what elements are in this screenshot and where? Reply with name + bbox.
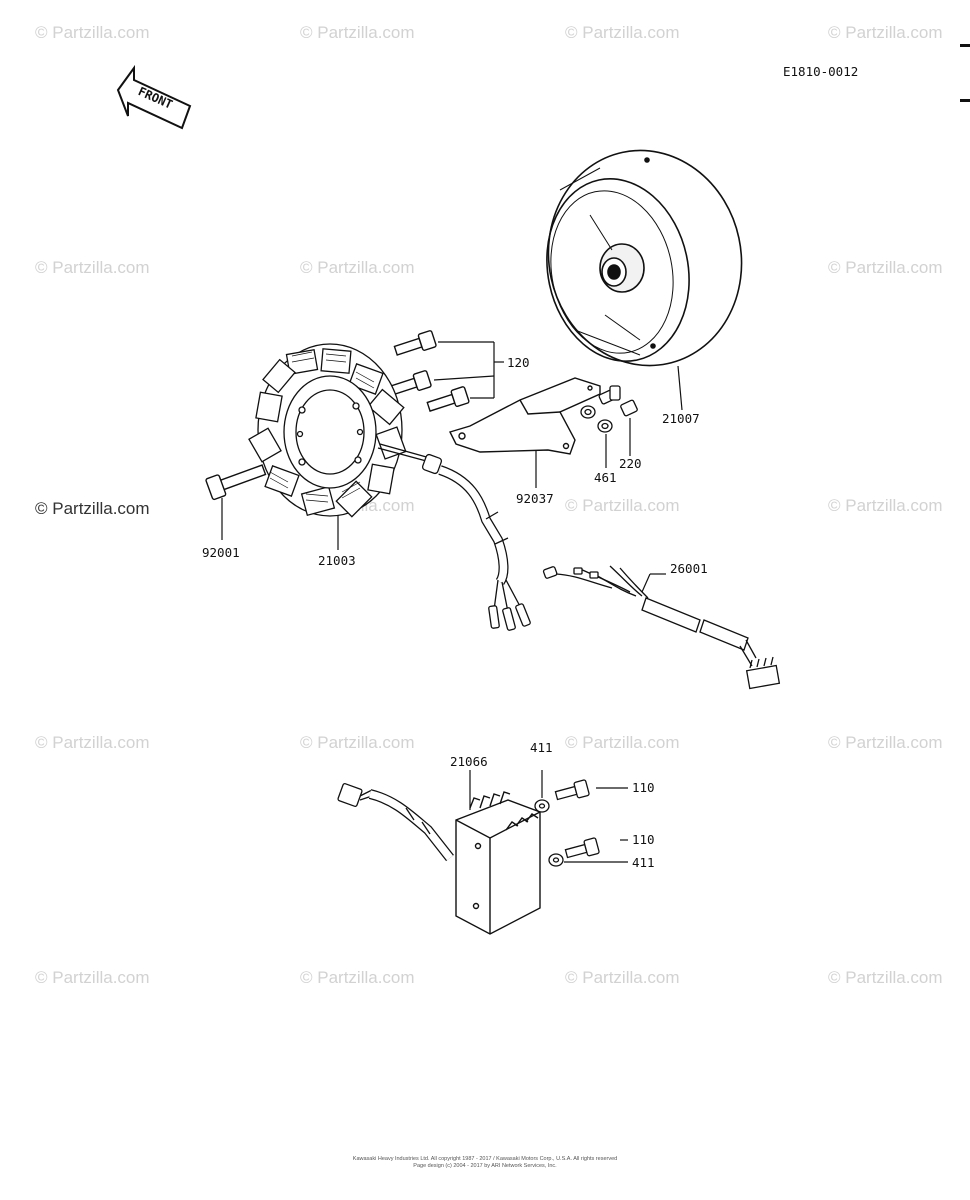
part-92001: 92001 (202, 545, 240, 560)
bracket (449, 377, 601, 455)
watermark: © Partzilla.com (565, 968, 680, 987)
part-26001: 26001 (670, 561, 708, 576)
watermark: © Partzilla.com (565, 23, 680, 42)
part-461: 461 (594, 470, 617, 485)
bracket-hardware (580, 385, 638, 433)
stator (248, 343, 407, 518)
part-220: 220 (619, 456, 642, 471)
leader-line (641, 573, 651, 593)
page-edge-mark (960, 99, 970, 102)
copyright-line-1: Kawasaki Heavy Industries Ltd. All copyr… (352, 1156, 618, 1162)
stator-wire (377, 443, 531, 631)
part-110-upper: 110 (632, 780, 655, 795)
watermark: © Partzilla.com (35, 23, 150, 42)
regulator-wire (337, 783, 454, 862)
watermark: © Partzilla.com (565, 496, 680, 515)
watermark: © Partzilla.com (300, 23, 415, 42)
bolt-group (390, 330, 470, 412)
watermark: © Partzilla.com (828, 733, 943, 752)
page-edge-mark (960, 44, 970, 47)
part-21066: 21066 (450, 754, 488, 769)
part-411-lower: 411 (632, 855, 655, 870)
copyright-notice: Kawasaki Heavy Industries Ltd. All copyr… (0, 1156, 970, 1170)
part-411-upper: 411 (530, 740, 553, 755)
watermark: © Partzilla.com (828, 496, 943, 515)
watermark: © Partzilla.com (300, 968, 415, 987)
regulator-hardware (534, 779, 600, 867)
stator-bolt (205, 464, 267, 501)
watermark: © Partzilla.com (828, 968, 943, 987)
part-21003: 21003 (318, 553, 356, 568)
part-120: 120 (507, 355, 530, 370)
leader-line (677, 365, 683, 411)
regulator (455, 791, 541, 935)
rotor-flywheel (546, 149, 743, 367)
watermark: © Partzilla.com (828, 258, 943, 277)
watermark: © Partzilla.com (300, 733, 415, 752)
watermark: © Partzilla.com (35, 733, 150, 752)
part-21007: 21007 (662, 411, 700, 426)
wire-harness (542, 565, 781, 690)
part-110-lower: 110 (632, 832, 655, 847)
watermark: © Partzilla.com (35, 258, 150, 277)
watermark-prominent: © Partzilla.com (35, 499, 150, 518)
part-92037: 92037 (516, 491, 554, 506)
front-arrow-icon: FRONT (116, 64, 192, 130)
copyright-line-2: Page design (c) 2004 - 2017 by ARI Netwo… (413, 1163, 557, 1169)
bolt-group-bracket-line (433, 341, 504, 399)
watermark: © Partzilla.com (565, 733, 680, 752)
watermark: © Partzilla.com (828, 23, 943, 42)
watermark: © Partzilla.com (300, 258, 415, 277)
diagram-code: E1810-0012 (783, 64, 858, 79)
watermark: © Partzilla.com (35, 968, 150, 987)
